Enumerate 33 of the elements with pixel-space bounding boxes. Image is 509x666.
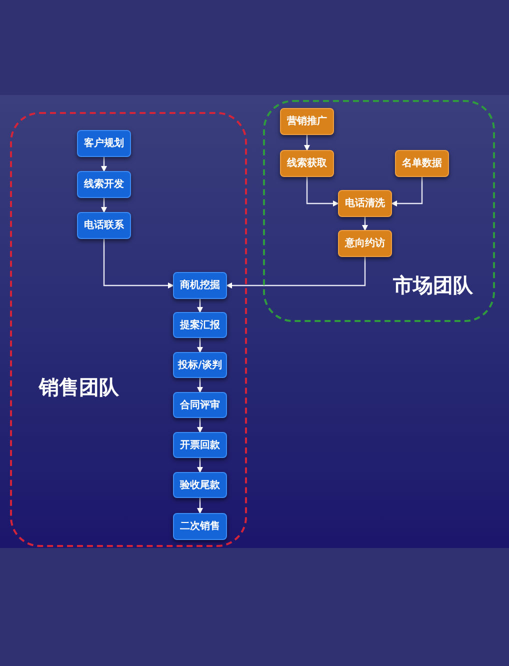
process-box: 提案汇报 — [173, 312, 227, 338]
process-box: 合同评审 — [173, 392, 227, 418]
process-box: 电话清洗 — [338, 190, 392, 217]
arrow — [103, 239, 174, 288]
process-box: 意向约访 — [338, 230, 392, 257]
team-frame — [10, 112, 247, 547]
arrow — [362, 217, 368, 231]
process-box: 二次销售 — [173, 513, 227, 540]
process-box: 客户规划 — [77, 130, 131, 157]
process-box: 线索开发 — [77, 171, 131, 198]
process-box: 投标/谈判 — [173, 352, 227, 378]
arrow — [101, 157, 107, 172]
process-box: 名单数据 — [395, 150, 449, 177]
arrow — [304, 135, 310, 151]
team-frame — [263, 100, 495, 322]
process-box: 电话联系 — [77, 212, 131, 239]
team-label: 市场团队 — [393, 272, 473, 299]
arrow — [197, 378, 203, 393]
arrow — [391, 177, 423, 206]
process-box: 营销推广 — [280, 108, 334, 135]
arrow — [197, 498, 203, 514]
arrow — [197, 338, 203, 353]
process-box: 商机挖掘 — [173, 272, 227, 299]
arrow — [197, 458, 203, 473]
process-box: 验收尾款 — [173, 472, 227, 498]
team-label: 销售团队 — [39, 374, 119, 401]
arrow — [197, 299, 203, 313]
arrow — [101, 198, 107, 213]
arrow — [226, 257, 366, 288]
arrow — [197, 418, 203, 433]
arrow — [306, 177, 339, 206]
process-box: 开票回款 — [173, 432, 227, 458]
process-box: 线索获取 — [280, 150, 334, 177]
